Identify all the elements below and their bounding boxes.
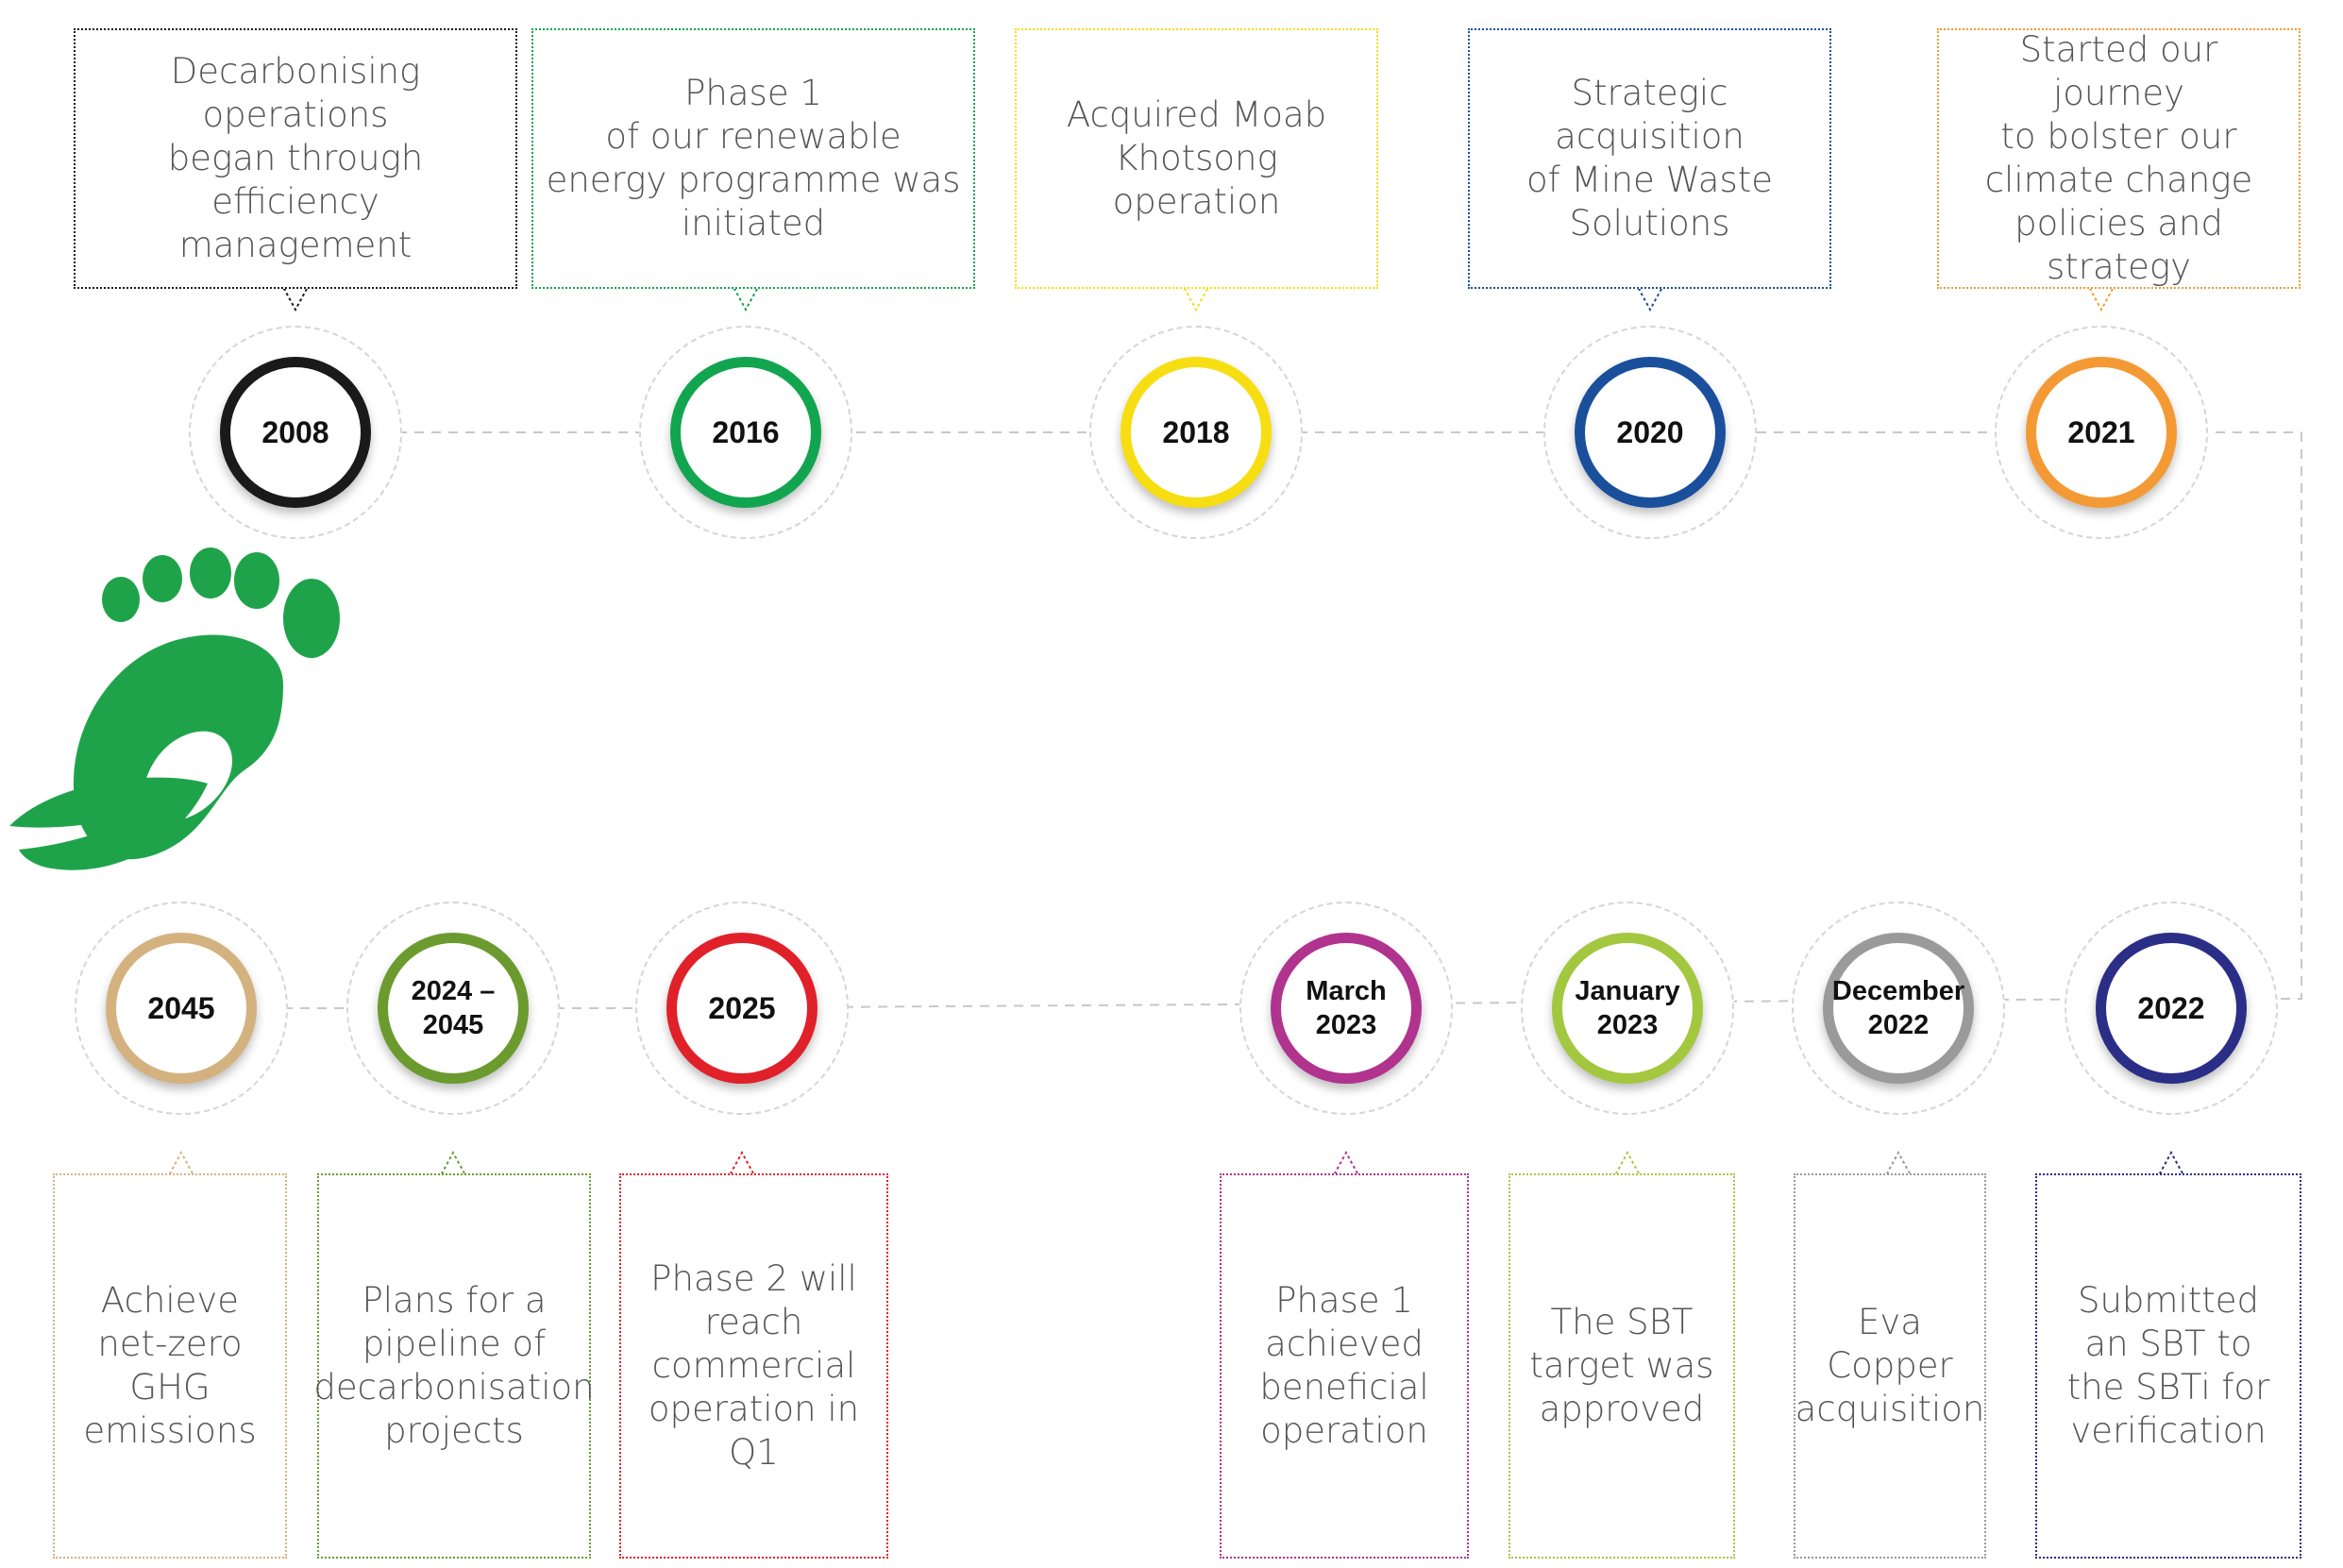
top-year-node-4: 2021: [1995, 326, 2208, 539]
top-event-text-3: Strategic acquisition of Mine Waste Solu…: [1525, 73, 1774, 244]
bottom-year-ring-5: December 2022: [1823, 933, 1974, 1084]
bottom-year-ring-4: January 2023: [1552, 933, 1703, 1084]
top-event-box-0: Decarbonising operations began through e…: [74, 28, 517, 289]
bottom-year-ring-0: 2045: [106, 933, 257, 1084]
bottom-callout-pointer-0: [168, 1150, 194, 1174]
bottom-year-ring-2: 2025: [666, 933, 818, 1084]
bottom-event-text-4: The SBT target was approved: [1529, 1302, 1714, 1429]
bottom-event-box-1: Plans for a pipeline of decarbonisation …: [313, 1173, 595, 1559]
top-year-node-3: 2020: [1543, 326, 1757, 539]
bottom-year-ring-6: 2022: [2096, 933, 2247, 1084]
top-event-text-4: Started our journey to bolster our clima…: [1984, 29, 2253, 287]
bottom-callout-pointer-1: [440, 1150, 466, 1174]
top-year-node-0: 2008: [189, 326, 402, 539]
bottom-callout-pointer-6: [2158, 1150, 2184, 1174]
bottom-year-ring-3: March 2023: [1271, 933, 1422, 1084]
bottom-event-box-0: Achieve net-zero GHG emissions: [53, 1173, 287, 1559]
top-callout-pointer-2: [1183, 288, 1209, 312]
bottom-callout-pointer-5: [1885, 1150, 1912, 1174]
bottom-year-label-4: January 2023: [1575, 976, 1680, 1040]
top-event-text-0: Decarbonising operations began through e…: [167, 51, 424, 265]
top-event-box-2: Acquired Moab Khotsong operation: [1015, 28, 1378, 289]
bottom-event-text-3: Phase 1 achieved beneficial operation: [1259, 1280, 1429, 1451]
top-event-text-2: Acquired Moab Khotsong operation: [1066, 94, 1327, 222]
top-callout-pointer-4: [2088, 288, 2115, 312]
top-year-ring-4: 2021: [2026, 357, 2177, 508]
top-event-box-3: Strategic acquisition of Mine Waste Solu…: [1468, 28, 1831, 289]
bottom-year-node-6: 2022: [2065, 902, 2278, 1115]
bottom-event-text-2: Phase 2 will reach commercial operation …: [648, 1258, 860, 1473]
top-year-ring-1: 2016: [670, 357, 821, 508]
top-year-label-4: 2021: [2067, 415, 2135, 449]
bottom-event-box-3: Phase 1 achieved beneficial operation: [1220, 1173, 1469, 1559]
bottom-callout-pointer-2: [729, 1150, 755, 1174]
bottom-callout-pointer-4: [1614, 1150, 1641, 1174]
bottom-year-node-0: 2045: [75, 902, 288, 1115]
bottom-event-text-6: Submitted an SBT to the SBTi for verific…: [2066, 1280, 2270, 1451]
bottom-event-text-1: Plans for a pipeline of decarbonisation …: [313, 1280, 595, 1451]
top-year-node-2: 2018: [1089, 326, 1303, 539]
bottom-year-node-3: March 2023: [1239, 902, 1453, 1115]
bottom-event-box-4: The SBT target was approved: [1509, 1173, 1735, 1559]
top-callout-pointer-3: [1637, 288, 1663, 312]
top-year-ring-3: 2020: [1575, 357, 1726, 508]
bottom-year-node-2: 2025: [635, 902, 849, 1115]
bottom-year-node-1: 2024 – 2045: [346, 902, 560, 1115]
bottom-year-label-1: 2024 – 2045: [411, 976, 496, 1040]
bottom-callout-pointer-3: [1333, 1150, 1359, 1174]
bottom-event-box-5: Eva Copper acquisition: [1794, 1173, 1986, 1559]
top-event-box-4: Started our journey to bolster our clima…: [1937, 28, 2301, 289]
top-callout-pointer-0: [282, 288, 309, 312]
top-year-ring-0: 2008: [220, 357, 371, 508]
top-year-label-0: 2008: [261, 415, 329, 449]
footprint-leaf-icon: [9, 548, 340, 870]
top-year-node-1: 2016: [639, 326, 852, 539]
bottom-event-box-6: Submitted an SBT to the SBTi for verific…: [2035, 1173, 2301, 1559]
top-year-label-1: 2016: [712, 415, 780, 449]
bottom-year-label-0: 2045: [147, 991, 215, 1025]
bottom-year-label-6: 2022: [2137, 991, 2205, 1025]
top-year-ring-2: 2018: [1121, 357, 1272, 508]
bottom-year-node-4: January 2023: [1521, 902, 1734, 1115]
top-callout-pointer-1: [733, 288, 759, 312]
bottom-year-label-3: March 2023: [1306, 976, 1387, 1040]
bottom-year-label-2: 2025: [708, 991, 776, 1025]
top-year-label-2: 2018: [1162, 415, 1230, 449]
top-event-text-1: Phase 1 of our renewable energy programm…: [546, 73, 961, 244]
bottom-year-ring-1: 2024 – 2045: [378, 933, 529, 1084]
bottom-event-text-0: Achieve net-zero GHG emissions: [83, 1280, 257, 1451]
bottom-year-label-5: December 2022: [1831, 976, 1965, 1040]
bottom-event-box-2: Phase 2 will reach commercial operation …: [619, 1173, 888, 1559]
top-event-box-1: Phase 1 of our renewable energy programm…: [531, 28, 975, 289]
bottom-event-text-5: Eva Copper acquisition: [1795, 1302, 1985, 1429]
right-connector-line: [2275, 432, 2302, 1000]
top-year-label-3: 2020: [1616, 415, 1684, 449]
bottom-year-node-5: December 2022: [1792, 902, 2005, 1115]
